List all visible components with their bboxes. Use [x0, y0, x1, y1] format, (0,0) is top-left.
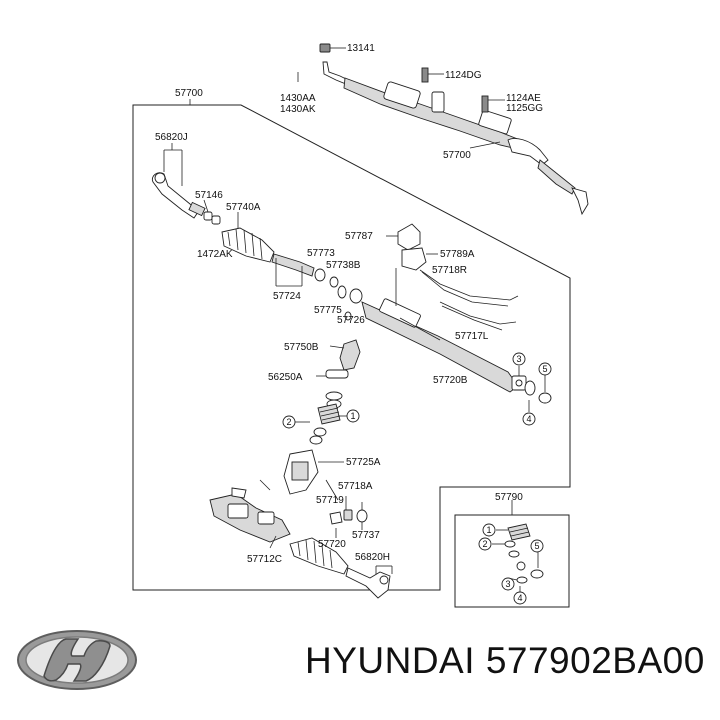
- svg-text:5: 5: [534, 541, 539, 551]
- label-1125GG: 1125GG: [506, 103, 543, 114]
- label-57789A: 57789A: [440, 249, 475, 260]
- label-56820J: 56820J: [155, 132, 188, 143]
- label-57717L: 57717L: [455, 331, 489, 342]
- label-57750B: 57750B: [284, 342, 319, 353]
- svg-text:1: 1: [350, 411, 355, 421]
- top-rack-assembly: [297, 43, 589, 216]
- label-57724: 57724: [273, 291, 301, 302]
- label-57718A: 57718A: [338, 481, 373, 492]
- kit-callout-4: [513, 591, 527, 605]
- label-57737: 57737: [352, 530, 380, 541]
- label-1430AK: 1430AK: [280, 104, 316, 115]
- brand-name: HYUNDAI: [305, 640, 476, 681]
- kit-callout-3: [501, 577, 515, 591]
- part-number: 577902BA00: [485, 640, 705, 681]
- label-56820H: 56820H: [355, 552, 390, 563]
- label-57787: 57787: [345, 231, 373, 242]
- svg-text:2: 2: [482, 539, 487, 549]
- kit-callout-5: [530, 539, 544, 553]
- svg-text:5: 5: [542, 364, 547, 374]
- label-57700-top: 57700: [443, 150, 471, 161]
- label-57146: 57146: [195, 190, 223, 201]
- hyundai-logo-icon: [17, 630, 137, 690]
- kit-57790-parts: [492, 523, 544, 594]
- kit-callout-1: [482, 523, 496, 537]
- callout-5: [538, 362, 552, 376]
- exploded-view-frame: [132, 104, 571, 591]
- label-57775: 57775: [314, 305, 342, 316]
- part-labels: 13141 1124DG 1430AA 1430AK 1124AE 1125GG…: [155, 43, 543, 565]
- label-57738B: 57738B: [326, 260, 361, 271]
- label-1124DG: 1124DG: [445, 70, 482, 81]
- label-57700-frame: 57700: [175, 88, 203, 99]
- kit-callout-2: [478, 537, 492, 551]
- label-57719: 57719: [316, 495, 344, 506]
- label-57720: 57720: [318, 539, 346, 550]
- svg-text:3: 3: [516, 354, 521, 364]
- label-57726: 57726: [337, 315, 365, 326]
- svg-text:4: 4: [526, 414, 531, 424]
- svg-text:4: 4: [517, 593, 522, 603]
- svg-text:2: 2: [286, 417, 291, 427]
- label-57773: 57773: [307, 248, 335, 259]
- part-number-caption: HYUNDAI 577902BA00: [305, 640, 705, 682]
- callout-3: [512, 352, 526, 366]
- label-57725A: 57725A: [346, 457, 381, 468]
- label-56250A: 56250A: [268, 372, 303, 383]
- label-1124AE: 1124AE: [506, 93, 541, 104]
- label-57790: 57790: [495, 492, 523, 503]
- label-13141: 13141: [347, 43, 375, 54]
- callout-4: [522, 412, 536, 426]
- label-1430AA: 1430AA: [280, 93, 316, 104]
- label-57720B: 57720B: [433, 375, 468, 386]
- numbered-callouts: 3 5 4 2 1 1 2 5 3 4: [282, 352, 552, 605]
- exploded-parts: [151, 143, 552, 599]
- label-57718R: 57718R: [432, 265, 467, 276]
- label-1472AK: 1472AK: [197, 249, 233, 260]
- label-57712C: 57712C: [247, 554, 282, 565]
- svg-text:3: 3: [505, 579, 510, 589]
- svg-text:1: 1: [486, 525, 491, 535]
- label-57740A: 57740A: [226, 202, 261, 213]
